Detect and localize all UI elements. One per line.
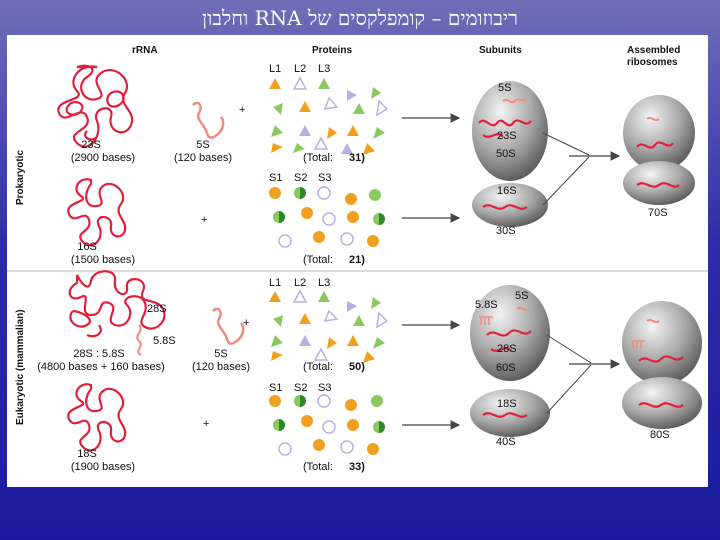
header-rrna: rRNA — [132, 45, 158, 56]
subunit-50s-23s-label: 23S — [497, 130, 517, 142]
total-value-prok-large: 31) — [349, 152, 365, 164]
label-5s-euk: 5S — [214, 348, 227, 360]
label-18s: 18S — [77, 448, 97, 460]
plus-euk-large: + — [243, 317, 249, 329]
total-value-euk-small: 33) — [349, 461, 365, 473]
label-5.8s: 5.8S — [153, 335, 176, 347]
subunit-50s-5s-label: 5S — [498, 82, 511, 94]
label-5s-euk-bases: (120 bases) — [192, 361, 250, 373]
protein-markers-euk-large — [269, 291, 387, 363]
rrna-16s-strand — [68, 179, 125, 245]
subunit-60s-label: 60S — [496, 362, 516, 374]
protein-label-l3: L3 — [318, 63, 330, 75]
rrna-5s-euk-strand — [213, 309, 243, 344]
label-28s-5.8s: 28S : 5.8S — [73, 348, 124, 360]
plus-prok-small: + — [201, 214, 207, 226]
protein-markers-euk-small — [269, 395, 385, 455]
protein-label-s2-prok: S2 — [294, 172, 307, 184]
total-value-prok-small: 21) — [349, 254, 365, 266]
protein-markers-prok-small — [269, 187, 385, 247]
protein-label-l1: L1 — [269, 63, 281, 75]
subunit-40s-18s-label: 18S — [497, 398, 517, 410]
plus-euk-small: + — [203, 418, 209, 430]
subunit-50s-label: 50S — [496, 148, 516, 160]
protein-label-l1-euk: L1 — [269, 277, 281, 289]
ribosome-70s-small — [623, 161, 695, 205]
assembly-lines-euk — [547, 335, 591, 413]
protein-label-s3-prok: S3 — [318, 172, 331, 184]
rrna-5s-strand — [193, 103, 223, 138]
side-label-prokaryotic: Prokaryotic — [15, 150, 26, 205]
protein-label-s1-prok: S1 — [269, 172, 282, 184]
protein-label-s3-euk: S3 — [318, 382, 331, 394]
subunit-60s-5s-label: 5S — [515, 290, 528, 302]
header-proteins: Proteins — [312, 45, 352, 56]
total-value-euk-large: 50) — [349, 361, 365, 373]
ribosome-70s-large — [623, 95, 695, 171]
ribosome-80s-label: 80S — [650, 429, 670, 441]
subunit-60s-28s-label: 28S — [497, 343, 517, 355]
rrna-18s-strand — [68, 384, 125, 450]
label-5s: 5S — [196, 139, 209, 151]
assembly-lines-prok — [543, 133, 589, 205]
total-label-prok-small: (Total: — [303, 254, 333, 266]
subunit-60s-5.8s-label: 5.8S — [475, 299, 498, 311]
label-5s-bases: (120 bases) — [174, 152, 232, 164]
ribosome-diagram: rRNA Proteins Subunits Assembled ribosom… — [7, 35, 708, 487]
protein-markers-prok-large — [269, 78, 387, 155]
subunit-30s-label: 30S — [496, 225, 516, 237]
plus-prok-large: + — [239, 104, 245, 116]
header-subunits: Subunits — [479, 45, 522, 56]
ribosome-80s-large — [622, 301, 702, 385]
subunit-30s-16s-label: 16S — [497, 185, 517, 197]
header-assembled-1: Assembled — [627, 45, 680, 56]
subunit-40s-label: 40S — [496, 436, 516, 448]
diagram-panel: rRNA Proteins Subunits Assembled ribosom… — [7, 35, 708, 487]
rrna-5.8s-strand — [137, 325, 141, 355]
label-23s-bases: (2900 bases) — [71, 152, 135, 164]
label-28s: 28S — [147, 303, 167, 315]
label-28s-5.8s-bases: (4800 bases + 160 bases) — [37, 361, 165, 373]
label-16s: 16S — [77, 241, 97, 253]
ribosome-80s-small — [622, 377, 702, 429]
header-assembled-2: ribosomes — [627, 57, 678, 68]
total-label-euk-large: (Total: — [303, 361, 333, 373]
label-23s: 23S — [81, 139, 101, 151]
total-label-euk-small: (Total: — [303, 461, 333, 473]
protein-label-l3-euk: L3 — [318, 277, 330, 289]
total-label-prok-large: (Total: — [303, 152, 333, 164]
label-16s-bases: (1500 bases) — [71, 254, 135, 266]
slide-title: ריבוזומים – קומפלקסים של RNA וחלבון — [0, 4, 720, 32]
protein-label-s2-euk: S2 — [294, 382, 307, 394]
side-label-eukaryotic: Eukaryotic (mammalian) — [15, 309, 26, 425]
protein-label-s1-euk: S1 — [269, 382, 282, 394]
ribosome-70s-label: 70S — [648, 207, 668, 219]
protein-label-l2: L2 — [294, 63, 306, 75]
protein-label-l2-euk: L2 — [294, 277, 306, 289]
label-18s-bases: (1900 bases) — [71, 461, 135, 473]
